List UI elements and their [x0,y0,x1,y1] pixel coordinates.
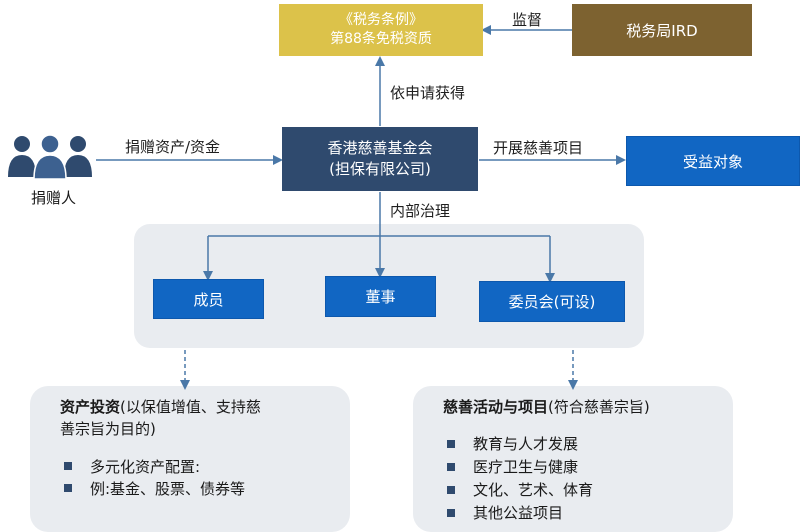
activities-title-bold: 慈善活动与项目 [443,398,549,416]
foundation-line1: 香港慈善基金会 [327,139,433,157]
activities-item-2: 文化、艺术、体育 [473,481,594,499]
investment-item-1: 例:基金、股票、债券等 [90,480,246,498]
ird-node: 税务局IRD [572,4,752,56]
activities-item-3: 其他公益项目 [473,504,564,522]
investment-list: 多元化资产配置: 例:基金、股票、债券等 [60,456,345,500]
activities-title: 慈善活动与项目(符合慈善宗旨) [443,396,728,418]
foundation-line2: (担保有限公司) [329,160,431,178]
members-node: 成员 [153,279,264,319]
tax-ordinance-line2: 第88条免税资质 [330,31,432,47]
directors-label: 董事 [365,288,396,306]
list-item: 教育与人才发展 [443,434,728,454]
committee-label: 委员会(可设) [508,293,596,311]
label-supervise: 监督 [512,11,543,29]
list-item: 例:基金、股票、债券等 [60,478,345,500]
investment-title-rest-1: (以保值增值、支持慈 [120,398,261,416]
donor-label: 捐赠人 [31,189,77,207]
label-carry-out: 开展慈善项目 [493,139,584,157]
investment-title-rest-2: 善宗旨为目的) [60,420,156,438]
investment-item-0: 多元化资产配置: [90,458,201,476]
list-item: 多元化资产配置: [60,456,345,478]
tax-ordinance-node: 《税务条例》 第88条免税资质 [279,4,483,56]
list-item: 医疗卫生与健康 [443,457,728,477]
investment-content: 资产投资(以保值增值、支持慈 善宗旨为目的) 多元化资产配置: 例:基金、股票、… [60,396,345,500]
people-group-icon [8,134,92,180]
activities-content: 慈善活动与项目(符合慈善宗旨) 教育与人才发展 医疗卫生与健康 文化、艺术、体育… [443,396,728,523]
members-label: 成员 [193,290,224,309]
investment-panel [30,386,350,532]
list-item: 文化、艺术、体育 [443,480,728,500]
activities-item-0: 教育与人才发展 [473,435,579,453]
directors-node: 董事 [325,276,436,317]
beneficiaries-node: 受益对象 [626,136,800,186]
label-apply-obtain: 依申请获得 [390,84,466,102]
activities-item-1: 医疗卫生与健康 [473,458,579,476]
label-donate: 捐赠资产/资金 [125,138,221,156]
activities-title-rest: (符合慈善宗旨) [548,398,650,416]
list-item: 其他公益项目 [443,503,728,523]
activities-panel [413,386,733,532]
foundation-node: 香港慈善基金会 (担保有限公司) [282,127,478,191]
activities-list: 教育与人才发展 医疗卫生与健康 文化、艺术、体育 其他公益项目 [443,434,728,523]
investment-title: 资产投资(以保值增值、支持慈 善宗旨为目的) [60,396,345,440]
investment-title-bold: 资产投资 [60,398,121,416]
beneficiaries-label: 受益对象 [682,152,743,171]
ird-label: 税务局IRD [626,21,698,40]
label-governance: 内部治理 [390,202,451,220]
committee-node: 委员会(可设) [479,281,625,322]
tax-ordinance-line1: 《税务条例》 [339,12,423,28]
